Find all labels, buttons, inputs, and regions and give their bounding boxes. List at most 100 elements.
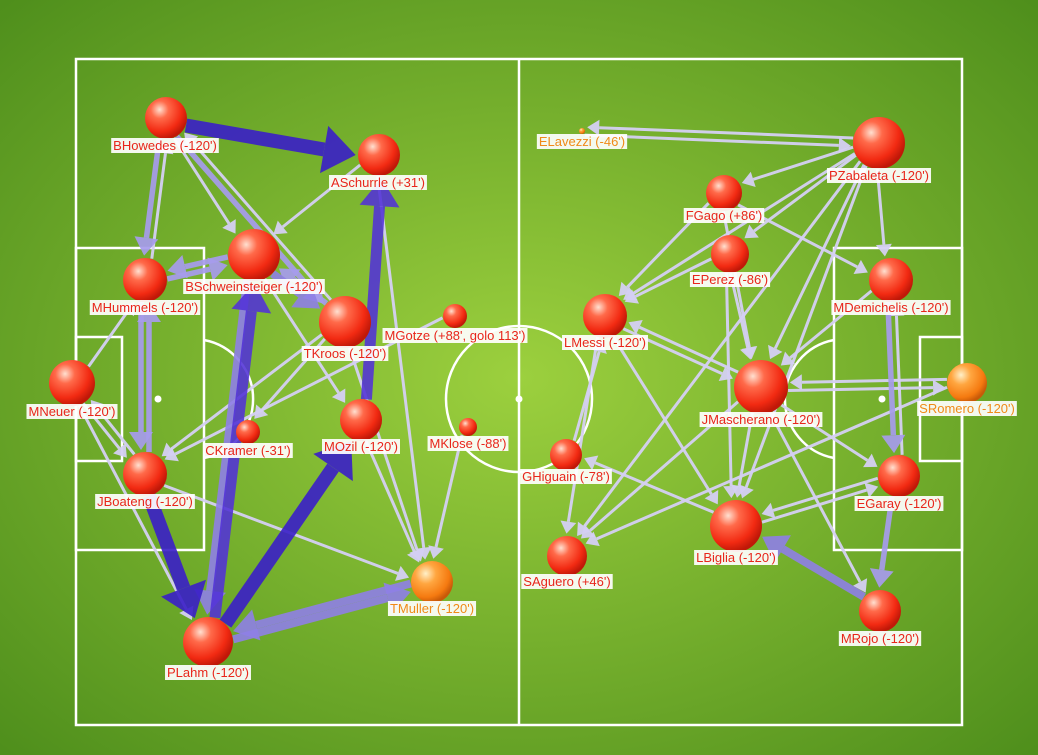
player-node-romero[interactable]: SRomero (-120') xyxy=(917,363,1017,416)
player-node-hummels[interactable]: MHummels (-120') xyxy=(89,258,201,315)
pass-arrow-head xyxy=(624,289,640,304)
player-ball[interactable] xyxy=(706,175,742,211)
pass-arrow-shaft xyxy=(572,351,601,442)
player-ball[interactable] xyxy=(583,294,627,338)
player-ball[interactable] xyxy=(443,304,467,328)
player-node-boateng[interactable]: JBoateng (-120') xyxy=(95,452,195,509)
player-ball[interactable] xyxy=(711,235,749,273)
pass-arrow-shaft xyxy=(744,165,868,488)
player-ball[interactable] xyxy=(859,590,901,632)
player-node-howedes[interactable]: BHowedes (-120') xyxy=(111,97,219,153)
pass-arrow-head xyxy=(580,524,596,539)
player-node-schurrle[interactable]: ASchurrle (+31') xyxy=(329,134,427,190)
player-node-zabaleta[interactable]: PZabaleta (-120') xyxy=(826,117,932,183)
player-ball[interactable] xyxy=(145,97,187,139)
pass-arrow-head xyxy=(762,535,791,563)
center-spot xyxy=(515,395,523,403)
player-node-demichelis[interactable]: MDemichelis (-120') xyxy=(831,258,951,315)
player-node-muller[interactable]: TMuller (-120') xyxy=(387,561,477,616)
player-node-biglia[interactable]: LBiglia (-120') xyxy=(694,500,778,565)
player-ball[interactable] xyxy=(411,561,453,603)
player-ball[interactable] xyxy=(340,399,382,441)
player-ball[interactable] xyxy=(319,296,371,348)
player-label: ELavezzi (-46') xyxy=(539,134,625,149)
player-label-background xyxy=(387,601,477,616)
player-node-kroos[interactable]: TKroos (-120') xyxy=(301,296,389,361)
player-node-aguero[interactable]: SAguero (+46') xyxy=(521,536,613,589)
player-ball[interactable] xyxy=(123,258,167,302)
player-ball[interactable] xyxy=(579,128,585,134)
player-ball[interactable] xyxy=(869,258,913,302)
player-node-ozil[interactable]: MOzil (-120') xyxy=(322,399,400,454)
player-label-background xyxy=(89,300,201,315)
pass-arrow-shaft xyxy=(360,205,386,400)
player-ball[interactable] xyxy=(853,117,905,169)
player-ball[interactable] xyxy=(459,418,477,436)
player-node-kramer[interactable]: CKramer (-31') xyxy=(203,420,293,458)
pass-arrow-schweinsteiger-to-ozil xyxy=(263,278,346,403)
player-node-messi[interactable]: LMessi (-120') xyxy=(562,294,648,350)
pass-arrow-shaft xyxy=(634,257,712,298)
pass-edges xyxy=(77,118,948,644)
player-node-gotze[interactable]: MGotze (+88', golo 113') xyxy=(382,304,528,343)
pass-arrow-romero-to-aguero xyxy=(585,385,948,547)
player-node-perez[interactable]: EPerez (-86') xyxy=(689,235,771,287)
player-node-neuer[interactable]: MNeuer (-120') xyxy=(26,360,118,419)
player-node-gago[interactable]: FGago (+86') xyxy=(683,175,765,223)
player-label-background xyxy=(26,404,118,419)
pass-arrow-shaft xyxy=(885,302,897,436)
player-ball[interactable] xyxy=(228,229,280,281)
player-label: MGotze (+88', golo 113') xyxy=(385,328,526,343)
player-node-mascherano[interactable]: JMascherano (-120') xyxy=(699,360,823,427)
player-ball[interactable] xyxy=(550,439,582,471)
pass-arrow-head xyxy=(233,609,261,641)
player-ball[interactable] xyxy=(947,363,987,403)
pass-arrow-ozil-to-schurrle xyxy=(359,178,400,400)
pass-arrow-hummels-to-boateng xyxy=(129,302,153,450)
player-ball[interactable] xyxy=(710,500,762,552)
pass-arrow-shaft xyxy=(376,176,426,548)
player-label: SAguero (+46') xyxy=(523,574,610,589)
player-ball[interactable] xyxy=(49,360,95,406)
left-penalty-spot xyxy=(154,395,162,403)
pass-arrow-head xyxy=(167,255,188,279)
player-ball[interactable] xyxy=(183,617,233,667)
pass-arrow-shaft xyxy=(724,273,733,487)
pass-arrow-shaft xyxy=(566,336,600,523)
pass-arrow-shaft xyxy=(752,145,854,181)
pass-arrow-shaft xyxy=(219,463,339,628)
player-ball[interactable] xyxy=(734,360,788,414)
player-node-lahm[interactable]: PLahm (-120') xyxy=(165,617,251,680)
player-node-lavezzi[interactable]: ELavezzi (-46') xyxy=(536,128,628,149)
player-ball[interactable] xyxy=(547,536,587,576)
player-ball[interactable] xyxy=(123,452,167,496)
player-label-background xyxy=(95,494,195,509)
player-node-garay[interactable]: EGaray (-120') xyxy=(854,455,944,511)
player-node-rojo[interactable]: MRojo (-120') xyxy=(838,590,922,646)
pass-arrow-howedes-to-hummels xyxy=(134,137,163,256)
pass-arrow-rojo-to-biglia xyxy=(762,535,866,601)
player-ball[interactable] xyxy=(878,455,920,497)
player-label-background xyxy=(854,496,944,511)
pass-arrow-shaft xyxy=(206,279,251,592)
pass-arrow-shaft xyxy=(255,579,412,629)
pass-arrow-shaft xyxy=(596,385,948,541)
player-label: LBiglia (-120') xyxy=(696,550,776,565)
pass-arrow-romero-to-mascherano xyxy=(789,374,947,391)
player-ball[interactable] xyxy=(236,420,260,444)
pass-arrow-head xyxy=(207,257,228,281)
player-label: PLahm (-120') xyxy=(167,665,249,680)
pass-arrow-messi-to-biglia xyxy=(611,335,719,505)
player-label-background xyxy=(382,328,528,343)
player-ball[interactable] xyxy=(358,134,400,176)
player-node-klose[interactable]: MKlose (-88') xyxy=(427,418,509,451)
player-node-schweinsteiger[interactable]: BSchweinsteiger (-120') xyxy=(183,229,325,294)
pass-arrow-head xyxy=(231,283,272,314)
player-label-background xyxy=(536,134,628,149)
player-label-background xyxy=(111,138,219,153)
pass-arrow-head xyxy=(129,432,153,450)
pass-arrow-shaft xyxy=(87,310,129,368)
player-node-higuain[interactable]: GHiguain (-78') xyxy=(520,439,612,484)
pass-arrow-head xyxy=(761,502,776,519)
pass-arrow-shaft xyxy=(209,310,257,619)
